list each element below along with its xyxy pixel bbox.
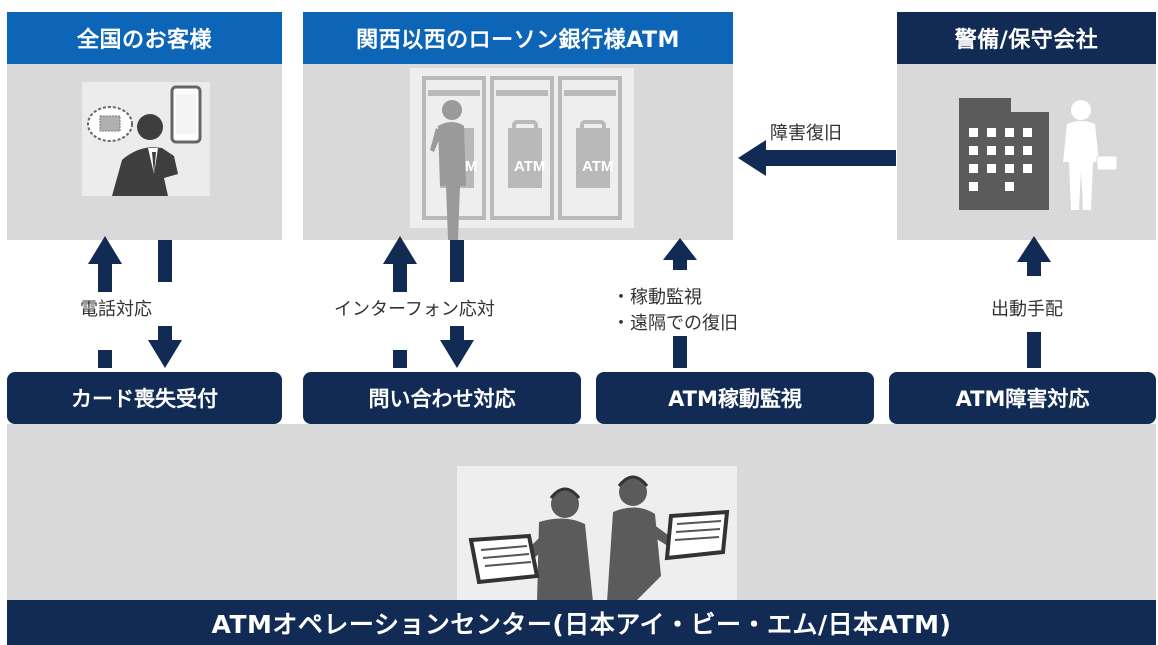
operation-center-area	[7, 424, 1156, 602]
recovery-left-arrow	[738, 140, 896, 176]
atm-label-3: ATM	[582, 158, 613, 175]
interphone-down-arrow	[440, 240, 474, 368]
recovery-flow-label: 障害復旧	[770, 123, 842, 144]
operation-center-title: ATMオペレーションセンター(日本アイ・ビー・エム/日本ATM)	[7, 600, 1156, 645]
atm-panel: 関西以西のローソン銀行様ATM ATM ATM ATM	[303, 12, 733, 240]
security-panel-title: 警備/保守会社	[897, 12, 1156, 64]
building-icon	[959, 98, 1049, 210]
monitoring-flow-label-2: ・遠隔での復旧	[612, 313, 738, 334]
customer-panel-title: 全国のお客様	[7, 12, 282, 64]
monitoring-flow-label-1: ・稼動監視	[612, 287, 702, 308]
customer-down-arrow	[148, 240, 182, 368]
technician-icon	[1063, 100, 1118, 210]
customer-panel: 全国のお客様	[7, 12, 282, 240]
function-inquiry: 問い合わせ対応	[303, 372, 581, 424]
customer-up-arrow	[88, 236, 122, 368]
caller-icon	[82, 82, 210, 196]
function-card-loss: カード喪失受付	[7, 372, 282, 424]
operator-icon	[457, 466, 737, 602]
function-atm-failure: ATM障害対応	[889, 372, 1156, 424]
interphone-up-arrow	[383, 236, 417, 368]
atm-panel-title: 関西以西のローソン銀行様ATM	[303, 12, 733, 64]
dispatch-flow-label: 出動手配	[991, 299, 1063, 320]
security-panel: 警備/保守会社	[897, 12, 1156, 240]
function-atm-monitoring: ATM稼動監視	[596, 372, 874, 424]
monitoring-up-arrow	[663, 238, 697, 368]
interphone-flow-label: インターフォン応対	[334, 299, 495, 320]
atm-booth-icon: ATM ATM ATM	[410, 68, 634, 240]
atm-label-2: ATM	[514, 158, 545, 175]
customer-flow-label: 電話対応	[80, 299, 152, 320]
dispatch-up-arrow	[1017, 236, 1051, 368]
